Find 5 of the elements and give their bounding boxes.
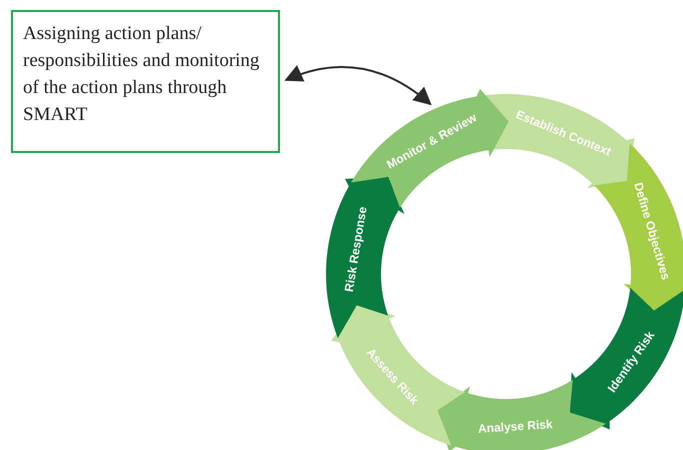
callout-box (11, 10, 280, 153)
cycle-arrow-segment: Analyse Risk (437, 380, 606, 450)
curved-arrow (284, 66, 432, 106)
callout-text: Assigning action plans/ responsibilities and monitoring of the action plans through SMART (23, 23, 260, 125)
cycle-arrow-segment: Risk Response (326, 176, 404, 338)
